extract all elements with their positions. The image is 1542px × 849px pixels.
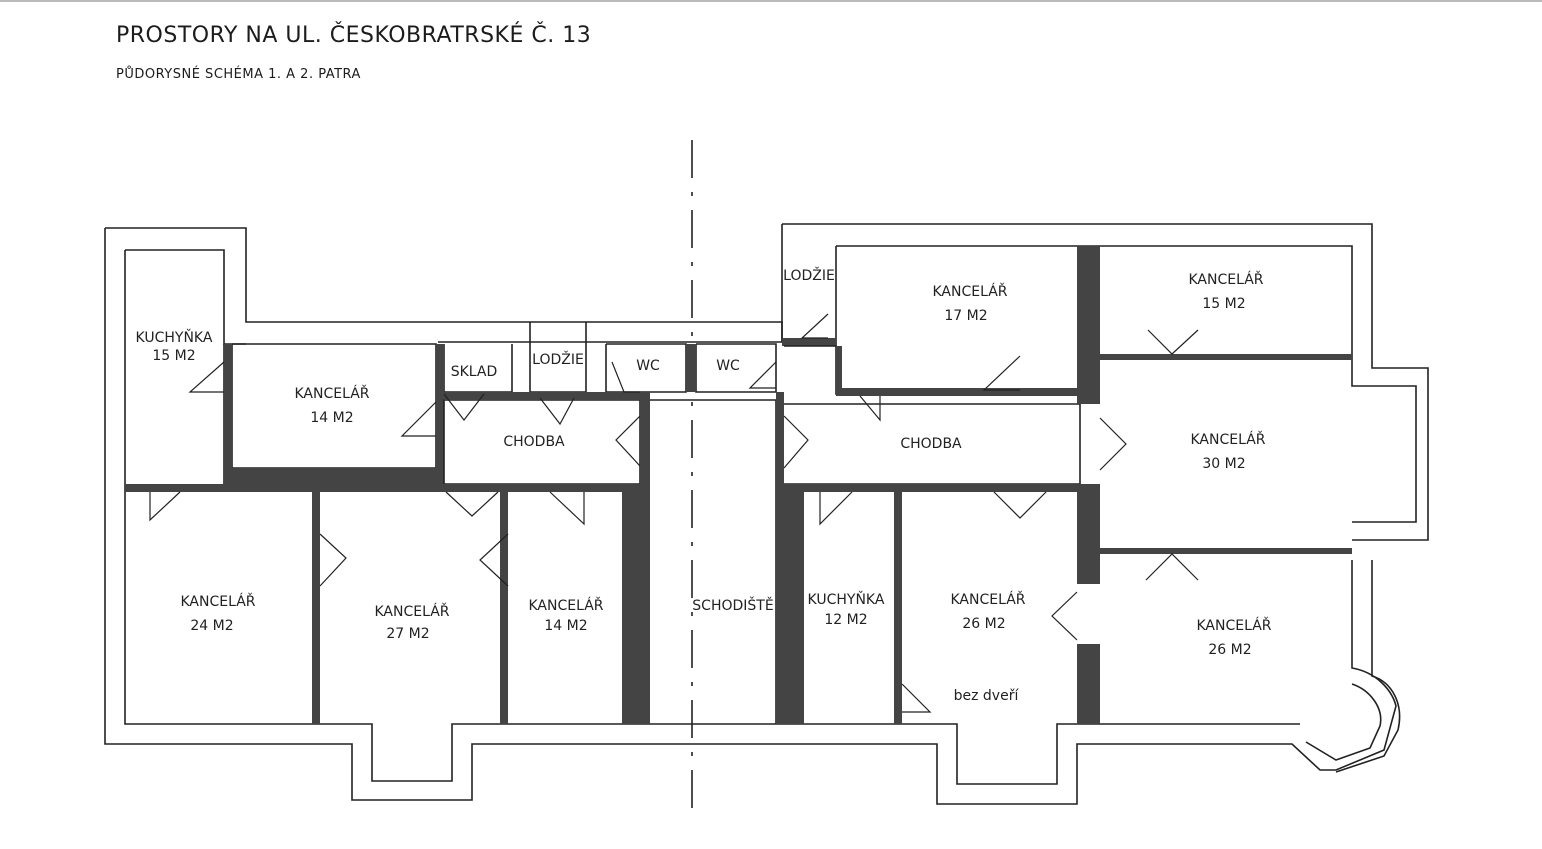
right-wing-walls [690,223,1429,805]
room-chodba-left-name: CHODBA [503,434,565,450]
room-kancelar-26b-name: KANCELÁŘ [1196,617,1271,634]
room-wc-2-name: WC [716,358,740,374]
doors [149,313,1199,713]
room-lodzie-right-name: LODŽIE [783,266,835,284]
room-kuchynka-right-area: 12 M2 [824,612,867,628]
room-kancelar-24-name: KANCELÁŘ [180,593,255,610]
room-kuchynka-left-name: KUCHYŇKA [136,329,213,346]
room-kancelar-17-name: KANCELÁŘ [932,283,1007,300]
plan-subtitle: PŮDORYSNÉ SCHÉMA 1. A 2. PATRA [116,66,361,82]
room-sklad-name: SKLAD [451,364,498,380]
room-kancelar-15-name: KANCELÁŘ [1188,271,1263,288]
room-kancelar-26b-area: 26 M2 [1208,642,1251,658]
room-kancelar-24-area: 24 M2 [190,618,233,634]
room-kancelar-27-name: KANCELÁŘ [374,603,449,620]
left-wing-walls [104,227,783,801]
room-kancelar-30-name: KANCELÁŘ [1190,431,1265,448]
room-labels: KUCHYŇKA 15 M2 KANCELÁŘ 14 M2 SKLAD LODŽ… [136,266,1272,704]
room-kancelar-27-area: 27 M2 [386,626,429,642]
room-kuchynka-right-name: KUCHYŇKA [808,591,885,608]
room-schodiste-name: SCHODIŠTĚ [692,596,773,614]
room-kancelar-17-area: 17 M2 [944,308,987,324]
room-kancelar-30-area: 30 M2 [1202,456,1245,472]
room-kuchynka-left-area: 15 M2 [152,348,195,364]
plan-title: PROSTORY NA UL. ČESKOBRATRSKÉ Č. 13 [116,22,591,48]
interior-walls [125,246,1352,724]
room-lodzie-left-name: LODŽIE [532,350,584,368]
room-kancelar-14b-area: 14 M2 [544,618,587,634]
room-kancelar-26a-note: bez dveří [954,688,1020,704]
room-wc-1-name: WC [636,358,660,374]
room-kancelar-15-area: 15 M2 [1202,296,1245,312]
room-kancelar-26a-area: 26 M2 [962,616,1005,632]
room-kancelar-26a-name: KANCELÁŘ [950,591,1025,608]
room-kancelar-14b-name: KANCELÁŘ [528,597,603,614]
room-chodba-right-name: CHODBA [900,436,962,452]
room-kancelar-14a-area: 14 M2 [310,410,353,426]
room-kancelar-14a-name: KANCELÁŘ [294,385,369,402]
